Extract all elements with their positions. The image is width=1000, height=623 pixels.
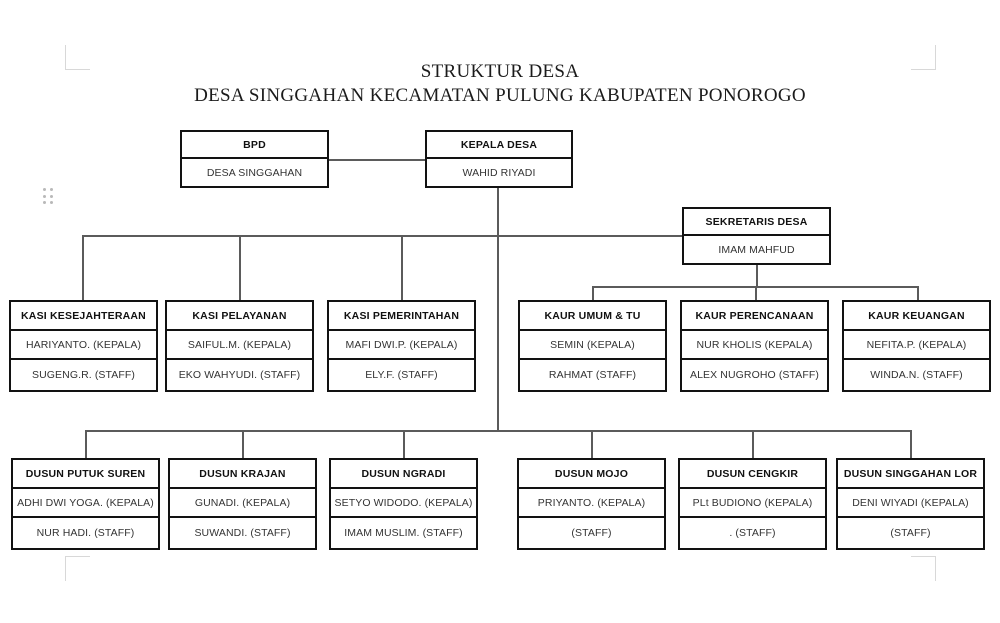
node-kasi-kesejahteraan-row-2: SUGENG.R. (STAFF) (31, 368, 135, 381)
node-kasi-pelayanan-title: KASI PELAYANAN (167, 302, 312, 331)
node-bpd-row-1: DESA SINGGAHAN (206, 166, 303, 179)
node-dusun-krajan[interactable]: DUSUN KRAJAN GUNADI. (KEPALA) SUWANDI. (… (168, 458, 317, 550)
node-bpd[interactable]: BPD DESA SINGGAHAN (180, 130, 329, 188)
connector-kasi-drop-1 (82, 235, 84, 300)
node-dusun-ngradi-row-2: IMAM MUSLIM. (STAFF) (344, 526, 463, 539)
page-corner-mark-top-left (65, 45, 90, 70)
node-kaur-keuangan-title: KAUR KEUANGAN (844, 302, 989, 331)
node-kasi-pelayanan[interactable]: KASI PELAYANAN SAIFUL.M. (KEPALA) EKO WA… (165, 300, 314, 392)
node-kasi-pelayanan-row-1: SAIFUL.M. (KEPALA) (167, 331, 312, 360)
node-kepala-desa-title: KEPALA DESA (427, 132, 571, 159)
node-dusun-singgahan-lor-title: DUSUN SINGGAHAN LOR (838, 460, 983, 489)
node-kaur-perencanaan-row-1: NUR KHOLIS (KEPALA) (682, 331, 827, 360)
connector-dusun-drop-6 (910, 430, 912, 458)
connector-kasi-bus (82, 235, 684, 237)
node-dusun-cengkir-title: DUSUN CENGKIR (680, 460, 825, 489)
node-kasi-kesejahteraan[interactable]: KASI KESEJAHTERAAN HARIYANTO. (KEPALA) S… (9, 300, 158, 392)
node-kasi-kesejahteraan-row-1: HARIYANTO. (KEPALA) (11, 331, 156, 360)
title-line-1: STRUKTUR DESA (420, 61, 580, 82)
node-kasi-pemerintahan-row-1: MAFI DWI.P. (KEPALA) (329, 331, 474, 360)
node-kepala-desa[interactable]: KEPALA DESA WAHID RIYADI (425, 130, 573, 188)
drag-handle-icon[interactable] (43, 188, 54, 206)
node-dusun-mojo-row-1: PRIYANTO. (KEPALA) (519, 489, 664, 518)
node-dusun-krajan-row-1: GUNADI. (KEPALA) (170, 489, 315, 518)
node-sekretaris-desa[interactable]: SEKRETARIS DESA IMAM MAHFUD (682, 207, 831, 265)
node-kaur-perencanaan[interactable]: KAUR PERENCANAAN NUR KHOLIS (KEPALA) ALE… (680, 300, 829, 392)
node-dusun-putuk-suren[interactable]: DUSUN PUTUK SUREN ADHI DWI YOGA. (KEPALA… (11, 458, 160, 550)
node-kaur-keuangan-row-1: NEFITA.P. (KEPALA) (844, 331, 989, 360)
node-kaur-keuangan-row-2: WINDA.N. (STAFF) (870, 368, 963, 381)
node-dusun-ngradi[interactable]: DUSUN NGRADI SETYO WIDODO. (KEPALA) IMAM… (329, 458, 478, 550)
page-corner-mark-bottom-left (65, 556, 90, 581)
node-dusun-cengkir-row-1: PLt BUDIONO (KEPALA) (680, 489, 825, 518)
connector-kaur-drop-2 (755, 286, 757, 300)
node-dusun-mojo-title: DUSUN MOJO (519, 460, 664, 489)
connector-dusun-drop-3 (403, 430, 405, 458)
node-sekretaris-desa-row-1: IMAM MAHFUD (718, 243, 795, 256)
connector-kasi-drop-3 (401, 235, 403, 300)
connector-dusun-drop-4 (591, 430, 593, 458)
node-dusun-mojo-row-2: (STAFF) (571, 526, 612, 539)
node-kaur-umum-tu-row-2: RAHMAT (STAFF) (548, 368, 637, 381)
connector-dusun-drop-5 (752, 430, 754, 458)
node-kaur-perencanaan-title: KAUR PERENCANAAN (682, 302, 827, 331)
node-kaur-umum-tu[interactable]: KAUR UMUM & TU SEMIN (KEPALA) RAHMAT (ST… (518, 300, 667, 392)
node-dusun-putuk-suren-title: DUSUN PUTUK SUREN (13, 460, 158, 489)
connector-bpd-to-kades (329, 159, 426, 161)
node-sekretaris-desa-title: SEKRETARIS DESA (684, 209, 829, 236)
node-kaur-perencanaan-row-2: ALEX NUGROHO (STAFF) (690, 368, 819, 381)
node-dusun-mojo[interactable]: DUSUN MOJO PRIYANTO. (KEPALA) (STAFF) (517, 458, 666, 550)
connector-dusun-drop-1 (85, 430, 87, 458)
node-kasi-pemerintahan-title: KASI PEMERINTAHAN (329, 302, 474, 331)
node-dusun-putuk-suren-row-1: ADHI DWI YOGA. (KEPALA) (13, 489, 158, 518)
node-dusun-cengkir-row-2: . (STAFF) (729, 526, 776, 539)
connector-dusun-bus (85, 430, 911, 432)
node-dusun-singgahan-lor[interactable]: DUSUN SINGGAHAN LOR DENI WIYADI (KEPALA)… (836, 458, 985, 550)
node-kaur-umum-tu-title: KAUR UMUM & TU (520, 302, 665, 331)
node-kasi-kesejahteraan-title: KASI KESEJAHTERAAN (11, 302, 156, 331)
node-dusun-singgahan-lor-row-2: (STAFF) (890, 526, 931, 539)
node-dusun-krajan-title: DUSUN KRAJAN (170, 460, 315, 489)
connector-kades-spine (497, 188, 499, 431)
node-dusun-ngradi-row-1: SETYO WIDODO. (KEPALA) (331, 489, 476, 518)
node-dusun-singgahan-lor-row-1: DENI WIYADI (KEPALA) (838, 489, 983, 518)
node-dusun-putuk-suren-row-2: NUR HADI. (STAFF) (36, 526, 135, 539)
page-corner-mark-bottom-right (911, 556, 936, 581)
connector-sekdes-drop (756, 265, 758, 286)
connector-dusun-drop-2 (242, 430, 244, 458)
node-kasi-pemerintahan[interactable]: KASI PEMERINTAHAN MAFI DWI.P. (KEPALA) E… (327, 300, 476, 392)
node-kaur-umum-tu-row-1: SEMIN (KEPALA) (520, 331, 665, 360)
page-title: STRUKTUR DESA DESA SINGGAHAN KECAMATAN P… (0, 60, 1000, 108)
node-dusun-krajan-row-2: SUWANDI. (STAFF) (194, 526, 291, 539)
node-kepala-desa-row-1: WAHID RIYADI (462, 166, 536, 179)
node-dusun-cengkir[interactable]: DUSUN CENGKIR PLt BUDIONO (KEPALA) . (ST… (678, 458, 827, 550)
node-kasi-pelayanan-row-2: EKO WAHYUDI. (STAFF) (178, 368, 301, 381)
node-kasi-pemerintahan-row-2: ELY.F. (STAFF) (365, 368, 438, 381)
node-kaur-keuangan[interactable]: KAUR KEUANGAN NEFITA.P. (KEPALA) WINDA.N… (842, 300, 991, 392)
title-line-2: DESA SINGGAHAN KECAMATAN PULUNG KABUPATE… (194, 85, 806, 106)
connector-kaur-drop-1 (592, 286, 594, 300)
node-dusun-ngradi-title: DUSUN NGRADI (331, 460, 476, 489)
page-corner-mark-top-right (911, 45, 936, 70)
connector-kasi-drop-2 (239, 235, 241, 300)
connector-kaur-drop-3 (917, 286, 919, 300)
node-bpd-title: BPD (182, 132, 327, 159)
